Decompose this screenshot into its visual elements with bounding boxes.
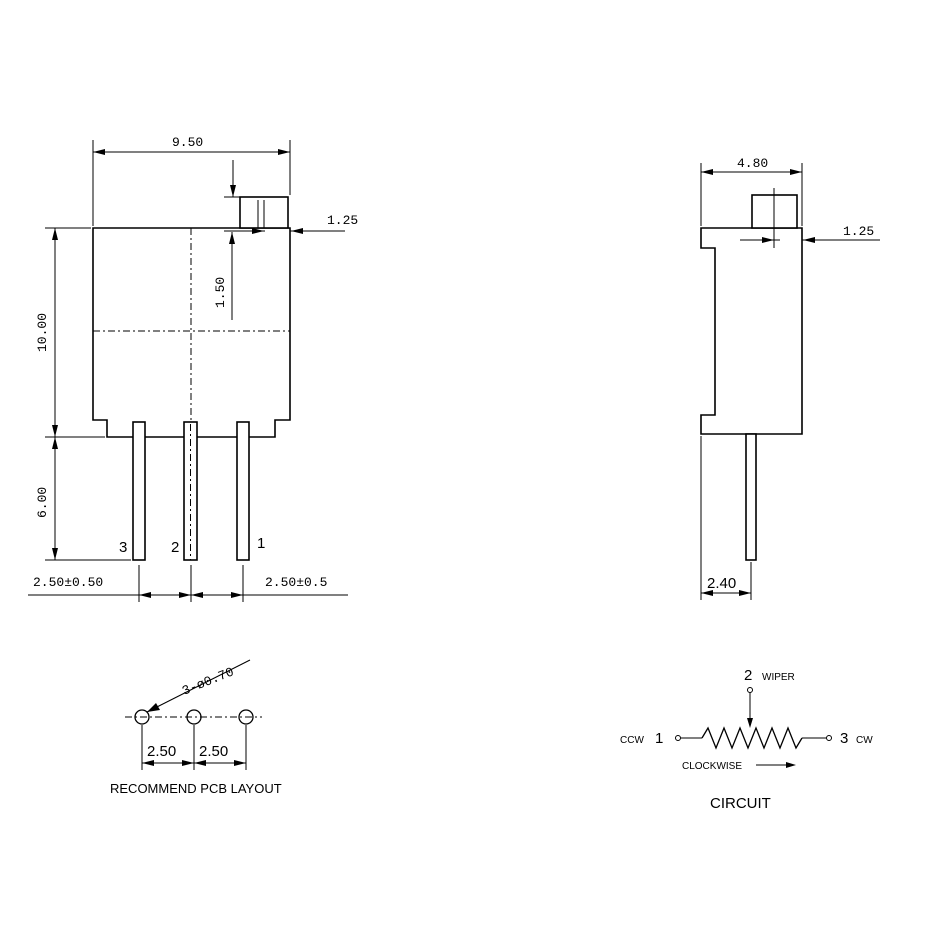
- dim-side-pin-offset-label: 2.40: [707, 575, 736, 592]
- pin-1: [236, 421, 250, 561]
- pin-label-2: 2: [171, 539, 179, 556]
- front-body-outline: [92, 227, 291, 438]
- pcb-layout: 3-ø0.70 2.50 2.50 RECOMMEND PCB LAYOUT: [110, 659, 282, 796]
- dim-pin-length: 6.00: [35, 437, 131, 561]
- pcb-hole: [134, 709, 150, 725]
- dim-front-height-label: 10.00: [35, 313, 50, 352]
- dim-adjuster-height-label: 1.50: [213, 277, 228, 308]
- pcb-pitch-1-label: 2.50: [147, 743, 176, 760]
- circuit-cw-num: 3: [840, 730, 848, 747]
- dim-front-adjuster-offset-label: 1.25: [327, 213, 358, 228]
- circuit-caption: CIRCUIT: [710, 795, 771, 812]
- wiper-terminal: [747, 687, 753, 693]
- ccw-terminal: [675, 735, 681, 741]
- side-view: 4.80 1.25 2.40: [700, 156, 880, 600]
- pcb-hole: [186, 709, 202, 725]
- pcb-hole-dim-label: 3-ø0.70: [180, 664, 236, 698]
- circuit-clockwise-label: CLOCKWISE: [682, 761, 742, 772]
- pcb-layout-caption: RECOMMEND PCB LAYOUT: [110, 781, 282, 796]
- pin-label-1: 1: [257, 535, 265, 552]
- dim-side-width: 4.80: [700, 156, 803, 226]
- pin-label-3: 3: [119, 539, 127, 556]
- dim-pitch-left-label: 2.50±0.50: [33, 575, 103, 590]
- dim-side-adjuster-offset-label: 1.25: [843, 224, 874, 239]
- side-pin: [745, 433, 757, 561]
- front-view: 3 2 1 9.50 10.00 6.00: [28, 135, 358, 602]
- dim-side-adjuster-offset: 1.25: [740, 188, 880, 248]
- dim-side-pin-offset: 2.40: [700, 436, 752, 600]
- circuit-cw-label: CW: [856, 735, 873, 746]
- cw-terminal: [826, 735, 832, 741]
- dim-adjuster-height: 1.50: [213, 228, 265, 320]
- resistor-zigzag: [701, 726, 803, 750]
- circuit-wiper-label: WIPER: [762, 672, 795, 683]
- circuit: 2 WIPER CCW 1 3 CW CLOCKWISE CIRCUIT: [620, 667, 873, 812]
- side-body-outline: [700, 227, 803, 435]
- circuit-ccw-num: 1: [655, 730, 663, 747]
- dim-pin-length-label: 6.00: [35, 487, 50, 518]
- dim-front-width: 9.50: [92, 135, 291, 226]
- pcb-hole: [238, 709, 254, 725]
- dim-pitch-right-label: 2.50±0.5: [265, 575, 327, 590]
- circuit-wiper-num: 2: [744, 667, 752, 684]
- dim-pin-pitch: 2.50±0.50 2.50±0.5: [28, 565, 348, 602]
- dim-front-height: 10.00: [35, 227, 105, 438]
- dim-front-width-label: 9.50: [172, 135, 203, 150]
- pcb-pitch-2-label: 2.50: [199, 743, 228, 760]
- circuit-ccw-label: CCW: [620, 735, 644, 746]
- pin-3: [132, 421, 146, 561]
- dim-front-adjuster-offset: 1.25: [224, 160, 358, 234]
- dim-side-width-label: 4.80: [737, 156, 768, 171]
